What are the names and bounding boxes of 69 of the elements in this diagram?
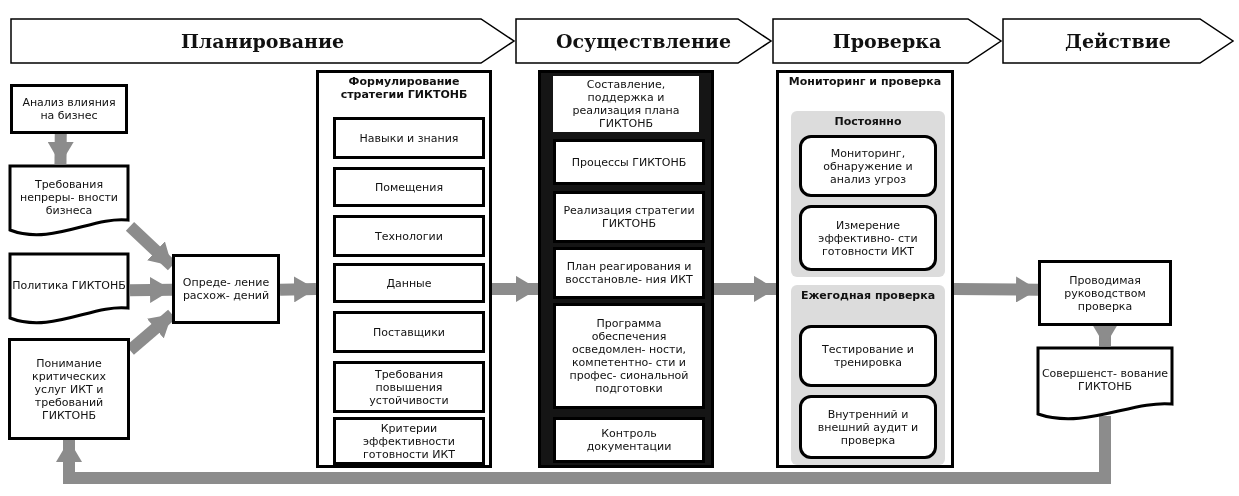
box-text: Помещения bbox=[374, 180, 444, 194]
process-box bbox=[333, 167, 485, 207]
process-box bbox=[553, 417, 705, 463]
process-box bbox=[333, 263, 485, 303]
process-box bbox=[553, 303, 705, 409]
box-text: Опреде- ление расхож- дений bbox=[181, 276, 271, 302]
box-text: Данные bbox=[386, 276, 432, 290]
box-text: Процессы ГИКТОНБ bbox=[571, 155, 687, 169]
phase-title: Действие bbox=[1065, 30, 1171, 52]
group-title: Составление, поддержка и реализация плана ГИКТОНБ bbox=[553, 76, 699, 132]
phase-arrow-shape bbox=[772, 18, 1002, 64]
box-text: Внутренний и внешний аудит и проверка bbox=[816, 407, 920, 447]
rounded-box bbox=[799, 325, 937, 387]
box-text: Требования повышения устойчивости bbox=[368, 367, 450, 407]
arrow bbox=[56, 416, 1111, 484]
phase-arrow-shape bbox=[1002, 18, 1234, 64]
phase-arrow-shape bbox=[10, 18, 515, 64]
group-band bbox=[791, 285, 945, 465]
process-box bbox=[553, 191, 705, 243]
process-box bbox=[333, 311, 485, 353]
group-title: Формулирование стратегии ГИКТОНБ bbox=[339, 75, 469, 101]
box-text: Политика ГИКТОНБ bbox=[11, 278, 127, 292]
arrow bbox=[492, 275, 538, 302]
box-text: Анализ влияния на бизнес bbox=[21, 96, 117, 122]
box-text: Контроль документации bbox=[585, 427, 673, 453]
phase-arrow-shape bbox=[515, 18, 772, 64]
box-text: Тестирование и тренировка bbox=[821, 343, 915, 369]
box-text: Поставщики bbox=[373, 325, 445, 339]
rounded-box bbox=[799, 395, 937, 459]
process-box bbox=[333, 215, 485, 257]
process-box bbox=[333, 361, 485, 413]
process-box bbox=[333, 417, 485, 465]
group-title: Постоянно bbox=[834, 115, 902, 128]
phase-title: Осуществление bbox=[555, 30, 731, 52]
process-box bbox=[8, 338, 130, 440]
process-box bbox=[553, 139, 705, 185]
arrow bbox=[714, 275, 776, 302]
box-text: Мониторинг, обнаружение и анализ угроз bbox=[822, 146, 914, 186]
group-box bbox=[316, 70, 492, 468]
box-text: Реализация стратегии ГИКТОНБ bbox=[562, 204, 696, 230]
group-title: Мониторинг и проверка bbox=[788, 75, 942, 88]
box-text: Требования непреры- вности бизнеса bbox=[18, 177, 119, 217]
arrow bbox=[279, 276, 317, 303]
group-title: Ежегодная проверка bbox=[800, 289, 936, 302]
rounded-box bbox=[799, 205, 937, 271]
box-text: План реагирования и восстановле- ния ИКТ bbox=[564, 260, 694, 286]
arrow bbox=[953, 276, 1039, 303]
group-band bbox=[791, 111, 945, 277]
box-text: Критерии эффективности готовности ИКТ bbox=[362, 421, 456, 461]
phase-title: Планирование bbox=[180, 30, 345, 52]
group-box bbox=[538, 70, 714, 468]
box-text: Проводимая руководством проверка bbox=[1063, 273, 1147, 313]
process-box bbox=[10, 84, 128, 134]
box-text: Навыки и знания bbox=[359, 131, 459, 145]
process-box bbox=[333, 117, 485, 159]
arrow bbox=[1092, 324, 1118, 346]
process-box bbox=[1038, 260, 1172, 326]
box-text: Понимание критических услуг ИКТ и требований ГИКТОНБ bbox=[31, 356, 107, 422]
group-box bbox=[776, 70, 954, 468]
process-box bbox=[553, 247, 705, 299]
box-text: Программа обеспечения осведомлен- ности, компетентно- сти и профес- сиональной подготовки bbox=[568, 317, 690, 395]
arrow bbox=[47, 133, 74, 165]
arrow bbox=[129, 276, 173, 303]
box-text: Измерение эффективно- сти готовности ИКТ bbox=[817, 218, 919, 258]
box-text: Совершенст- вование ГИКТОНБ bbox=[1040, 367, 1170, 393]
box-text: Технологии bbox=[375, 229, 443, 243]
phase-title: Проверка bbox=[832, 30, 942, 52]
process-box bbox=[172, 254, 280, 324]
rounded-box bbox=[799, 135, 937, 197]
